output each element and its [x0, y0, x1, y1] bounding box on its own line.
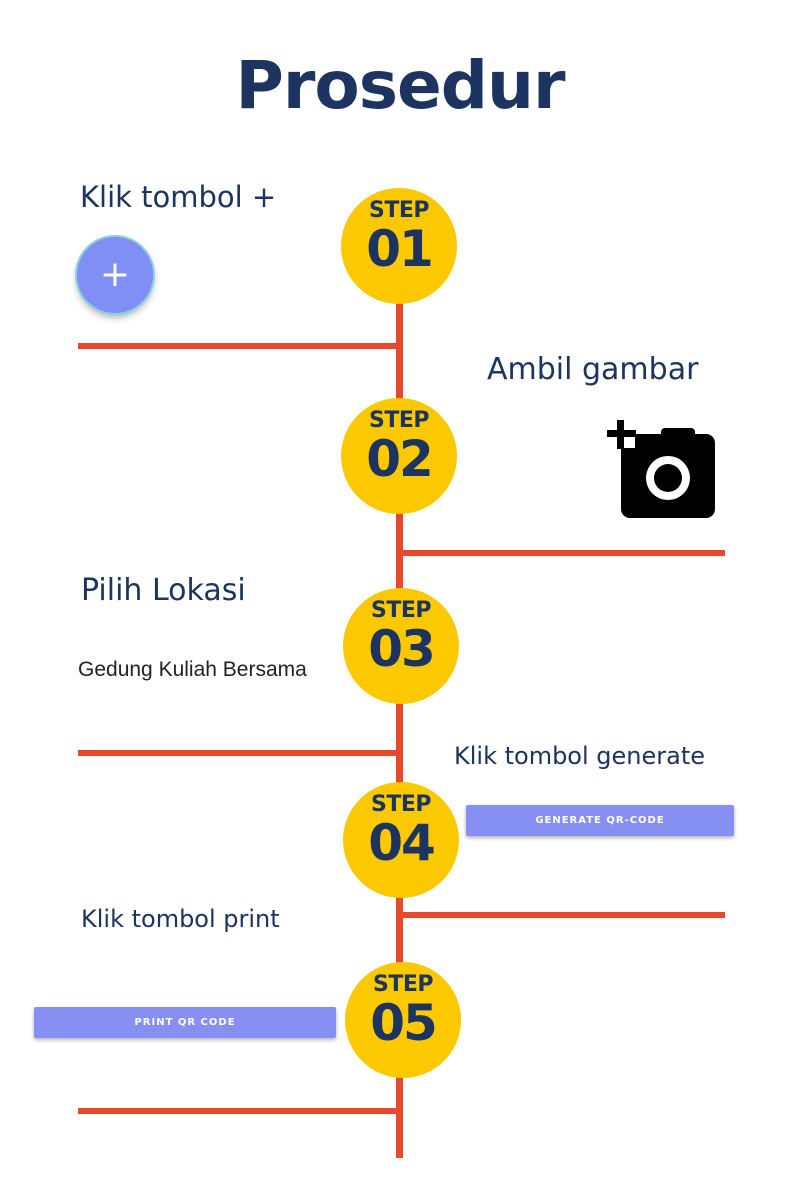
location-value[interactable]: Gedung Kuliah Bersama	[78, 658, 307, 681]
timeline-branch-1	[78, 343, 398, 349]
step-number: 04	[368, 814, 436, 872]
step-02-label: Ambil gambar	[487, 352, 699, 387]
step-word: STEP	[368, 408, 430, 433]
step-number: 03	[368, 620, 436, 678]
step-number: 05	[370, 994, 438, 1052]
step-04-label: Klik tombol generate	[454, 742, 706, 770]
step-05-badge: STEP 05	[345, 962, 461, 1078]
step-05-label: Klik tombol print	[81, 905, 280, 933]
add-a-photo-icon[interactable]	[605, 418, 719, 522]
page-title: Prosedur	[235, 47, 565, 124]
print-qr-code-button[interactable]: PRINT QR CODE	[34, 1007, 336, 1038]
generate-qr-code-button[interactable]: GENERATE QR-CODE	[466, 805, 734, 836]
timeline-branch-5	[78, 1108, 398, 1114]
timeline-branch-4	[400, 912, 725, 918]
step-03-label: Pilih Lokasi	[81, 573, 246, 608]
step-word: STEP	[370, 598, 432, 623]
step-04-badge: STEP 04	[343, 782, 459, 898]
add-button[interactable]: +	[77, 237, 153, 313]
step-03-badge: STEP 03	[343, 588, 459, 704]
step-01-label: Klik tombol +	[80, 180, 277, 214]
timeline-branch-2	[400, 550, 725, 556]
step-word: STEP	[372, 972, 434, 997]
timeline-branch-3	[78, 750, 398, 756]
step-02-badge: STEP 02	[341, 398, 457, 514]
step-word: STEP	[368, 198, 430, 223]
step-word: STEP	[370, 792, 432, 817]
step-number: 02	[366, 430, 434, 488]
step-01-badge: STEP 01	[341, 188, 457, 304]
step-number: 01	[366, 220, 434, 278]
plus-icon: +	[99, 254, 131, 295]
